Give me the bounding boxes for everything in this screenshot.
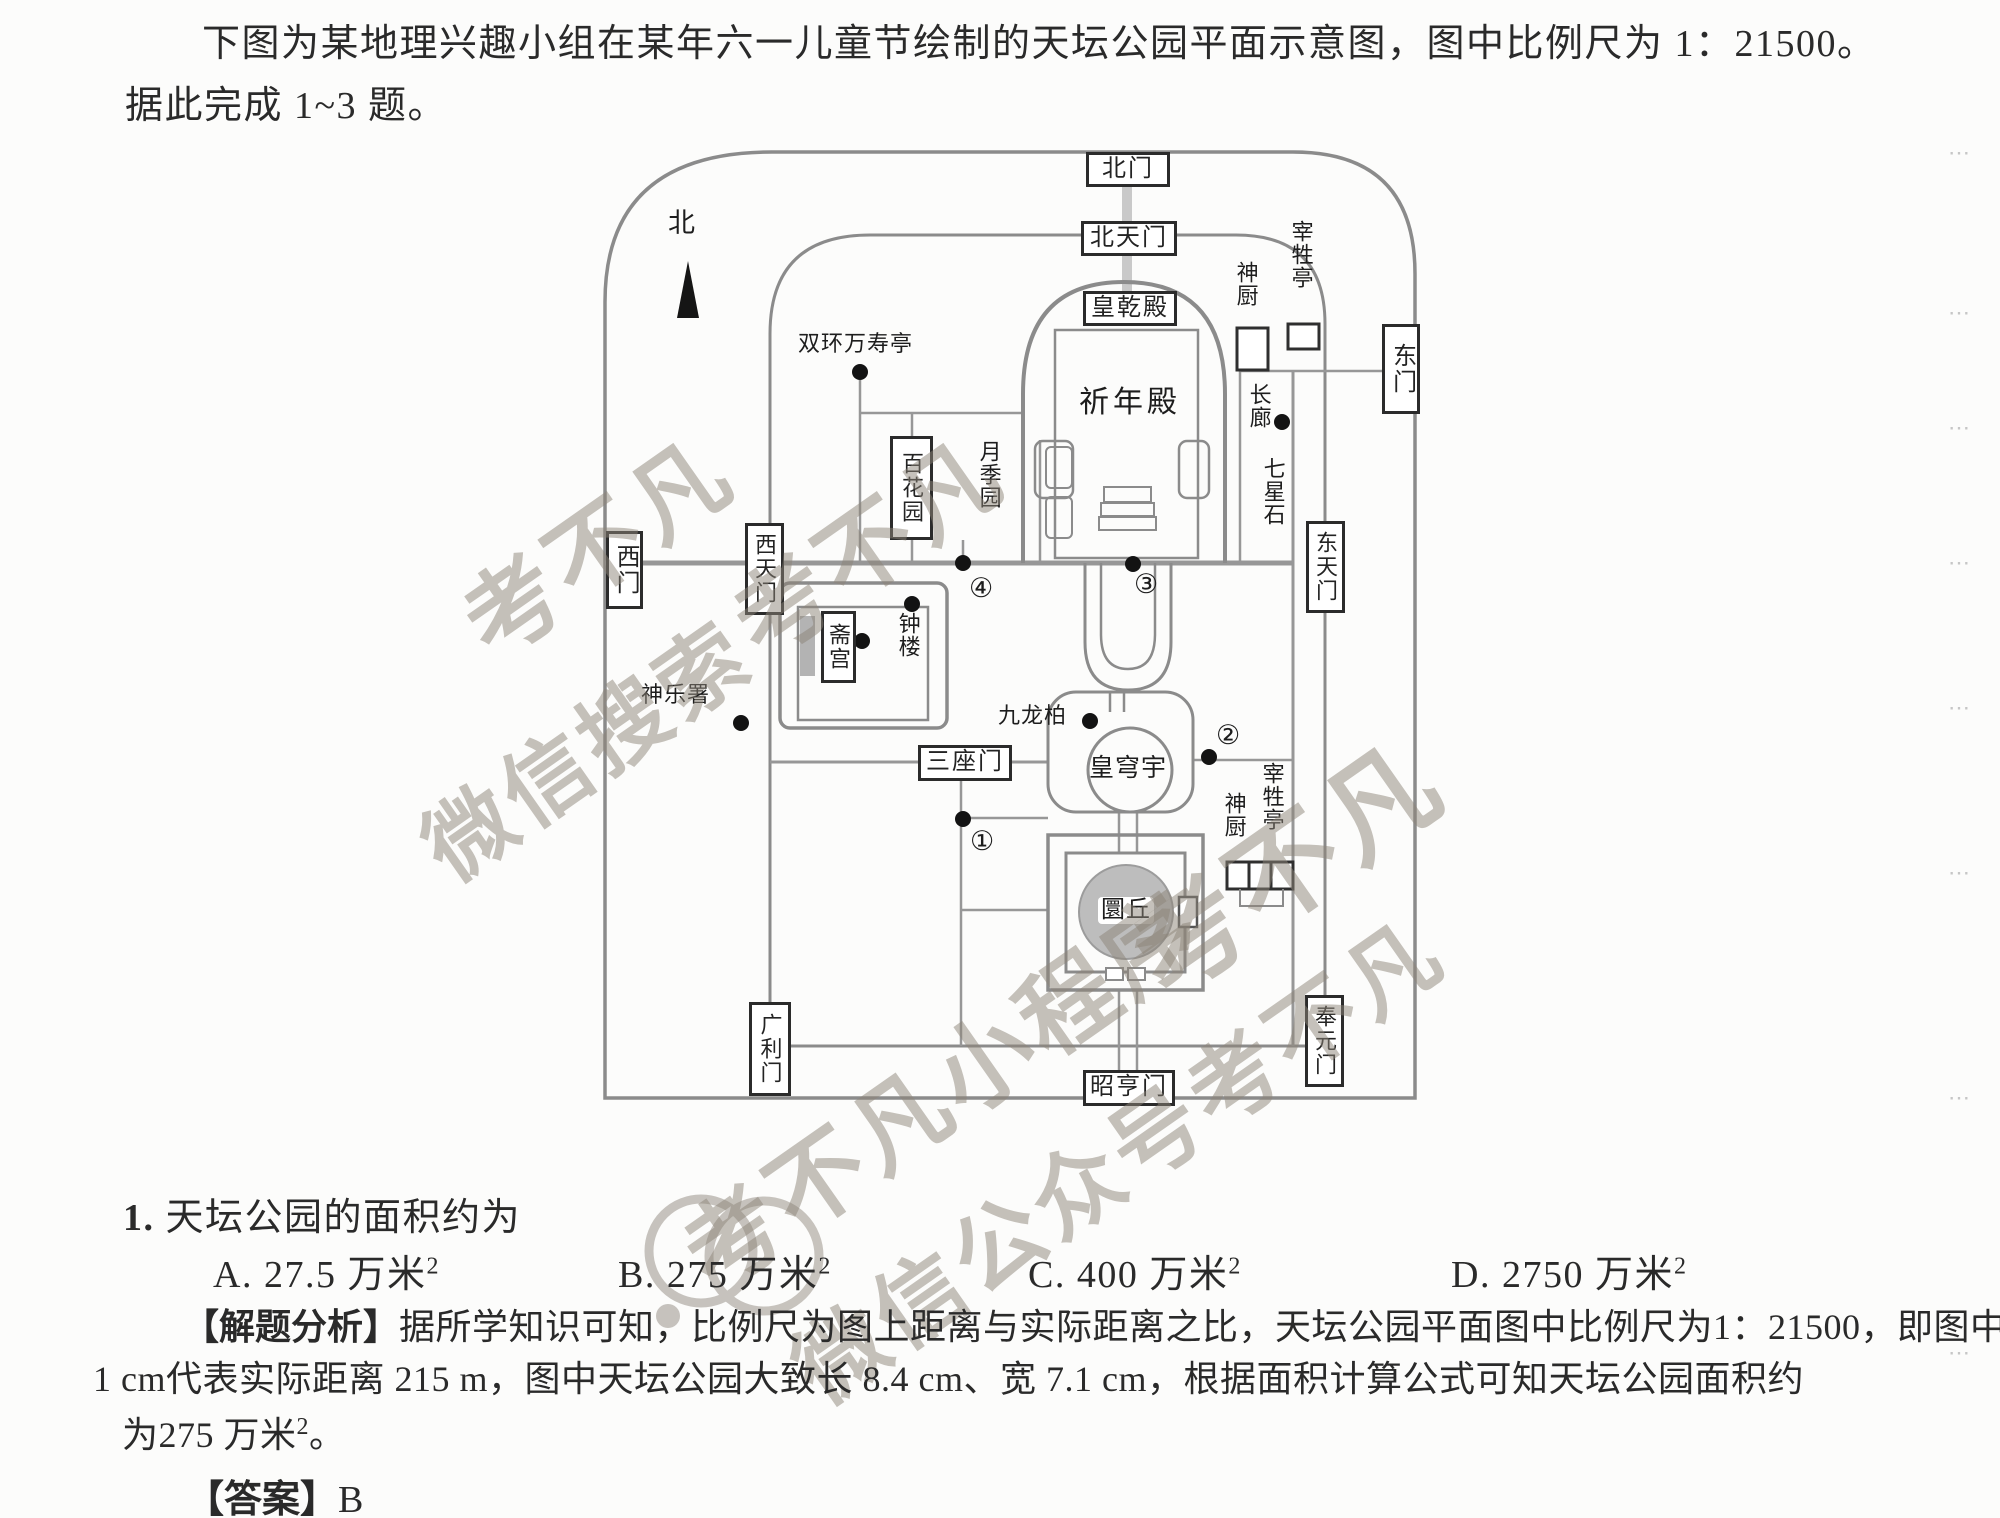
gate-west-heaven: 西天门 [745, 523, 784, 615]
inner-wall [768, 233, 1327, 1094]
se-buildings [1225, 860, 1295, 907]
location-dot [854, 633, 870, 649]
label-bell-tower: 钟楼 [895, 612, 921, 658]
gate-zhaoheng: 昭亨门 [1083, 1070, 1175, 1106]
marker-1: ① [970, 826, 995, 856]
marker-3: ③ [1134, 569, 1159, 599]
qinian-hall-complex [1021, 279, 1227, 563]
option-b-sup: 2 [818, 1253, 832, 1280]
location-dot [852, 364, 868, 380]
question-1: 1. 天坛公园的面积约为 [123, 1186, 521, 1241]
option-d: D. 2750 万米2 [1451, 1243, 1687, 1298]
location-dots [733, 364, 1290, 827]
analysis-line-3-post: 。 [309, 1415, 346, 1455]
label-slaughter-pavilion-ne: 宰牲亭 [1288, 220, 1314, 289]
garden-hundred-flowers: 百花园 [890, 436, 933, 540]
analysis-line-3-pre: 为275 万米 [122, 1415, 297, 1455]
compass-label: 北 [668, 208, 696, 238]
location-dot [1082, 713, 1098, 729]
label-divine-kitchen-se: 神厨 [1221, 792, 1247, 838]
gate-three-arch: 三座门 [918, 745, 1012, 781]
option-b-text: B. 275 万米 [618, 1254, 819, 1296]
gate-east-heaven: 东天门 [1306, 521, 1345, 613]
answer-line: 【答案】B [186, 1468, 365, 1518]
location-dot [955, 555, 971, 571]
analysis-line-1-text: 据所学知识可知，比例尺为图上距离与实际距离之比，天坛公园平面图中比例尺为1：21… [399, 1307, 2000, 1347]
watermark-logo-icon [644, 1194, 824, 1328]
location-dot [1201, 749, 1217, 765]
label-divine-kitchen-ne: 神厨 [1233, 261, 1259, 307]
label-huangqiong-hall: 皇穹宇 [1089, 755, 1168, 782]
option-c-text: C. 400 万米 [1028, 1254, 1229, 1296]
location-dot [904, 596, 920, 612]
scan-artifact: ⋯ [1948, 1085, 1973, 1110]
label-shenyue-office: 神乐署 [641, 682, 711, 707]
analysis-line-1: 【解题分析】据所学知识可知，比例尺为图上距离与实际距离之比，天坛公园平面图中比例… [183, 1298, 2000, 1350]
gate-west: 西门 [606, 531, 643, 609]
ne-buildings [1235, 322, 1321, 372]
option-c-sup: 2 [1228, 1253, 1242, 1280]
question-number: 1. [123, 1197, 155, 1239]
label-qinian-hall: 祈年殿 [1079, 386, 1181, 419]
scan-artifact: ⋯ [1948, 300, 1973, 325]
gate-guangli: 广利门 [749, 1002, 791, 1096]
scan-artifact: ⋯ [1948, 140, 1973, 165]
question-stem: 天坛公园的面积约为 [165, 1197, 522, 1239]
scan-artifact: ⋯ [1948, 695, 1973, 720]
analysis-line-3: 为275 万米2。 [122, 1406, 346, 1458]
marker-4: ④ [969, 573, 994, 603]
scan-artifact: ⋯ [1948, 1340, 1973, 1365]
huangqiong-complex [1046, 690, 1195, 814]
option-a-sup: 2 [426, 1253, 440, 1280]
scan-artifact: ⋯ [1948, 860, 1973, 885]
label-long-corridor: 长廊 [1246, 383, 1272, 429]
answer-value: B [338, 1479, 365, 1518]
option-c: C. 400 万米2 [1028, 1243, 1242, 1298]
option-b: B. 275 万米2 [618, 1243, 832, 1298]
hall-huangqian: 皇乾殿 [1083, 291, 1177, 326]
option-a-text: A. 27.5 万米 [213, 1254, 427, 1296]
scan-artifact: ⋯ [1948, 415, 1973, 440]
option-a: A. 27.5 万米2 [213, 1243, 440, 1298]
zhai-palace-complex [778, 581, 949, 730]
gate-north-heaven: 北天门 [1081, 221, 1177, 256]
marker-2: ② [1216, 720, 1241, 750]
palace-zhaigong: 斋宫 [821, 611, 856, 683]
analysis-tag: 【解题分析】 [183, 1306, 400, 1347]
label-rose-garden: 月季园 [976, 440, 1002, 509]
location-dot [1274, 414, 1290, 430]
location-dot [955, 811, 971, 827]
label-shuanghuan-pavilion: 双环万寿亭 [798, 331, 914, 356]
answer-tag: 【答案】 [186, 1479, 339, 1518]
label-slaughter-pavilion-se: 宰牲亭 [1259, 762, 1285, 831]
intro-line-1: 下图为某地理兴趣小组在某年六一儿童节绘制的天坛公园平面示意图，图中比例尺为 1：… [202, 23, 1877, 65]
label-seven-star-stones: 七星石 [1260, 457, 1286, 526]
label-nine-dragon-cypress: 九龙柏 [998, 703, 1068, 728]
label-circular-mound: 圜丘 [1098, 897, 1154, 924]
option-d-sup: 2 [1673, 1253, 1688, 1280]
analysis-line-2: 1 cm代表实际距离 215 m，图中天坛公园大致长 8.4 cm、宽 7.1 … [93, 1359, 1804, 1399]
gate-north: 北门 [1086, 152, 1170, 187]
scan-artifact: ⋯ [1948, 550, 1973, 575]
location-dot [1125, 556, 1141, 572]
option-d-text: D. 2750 万米 [1451, 1254, 1674, 1296]
outer-wall [603, 150, 1417, 1100]
gate-east: 东门 [1382, 324, 1420, 414]
intro-line-2: 据此完成 1~3 题。 [125, 85, 448, 127]
gate-fengyuan: 奉元门 [1305, 995, 1344, 1087]
compass-arrow-icon [677, 261, 699, 318]
danbi-bridge [1083, 563, 1173, 692]
location-dot [733, 715, 749, 731]
analysis-line-3-sup: 2 [296, 1414, 310, 1440]
